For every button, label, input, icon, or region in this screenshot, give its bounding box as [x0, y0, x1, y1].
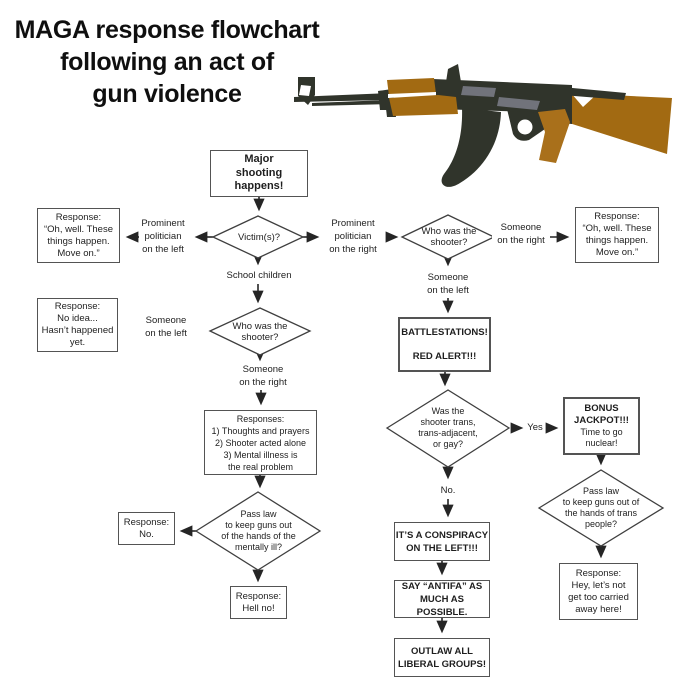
response-no-text: Response: No. [123, 516, 170, 540]
responses-list-box: Responses: 1) Thoughts and prayers 2) Sh… [204, 410, 317, 475]
battlestations-text: BATTLESTATIONS! RED ALERT!!! [401, 326, 488, 362]
conspiracy-text: IT’S A CONSPIRACY ON THE LEFT!!! [395, 529, 489, 554]
pass-law-trans-text: Pass law to keep guns out of the hands o… [562, 486, 640, 529]
label-someone-on-left-right-col: Someone on the left [427, 272, 469, 296]
response-hell-no-text: Response: Hell no! [235, 590, 282, 614]
who-shooter-left-text: Who was the shooter? [232, 321, 288, 343]
label-someone-on-left-left-col: Someone on the left [145, 315, 187, 339]
bonus-jackpot-body: Time to go nuclear! [580, 426, 623, 449]
response-no-box: Response: No. [118, 512, 175, 545]
antifa-text: SAY “ANTIFA” AS MUCH AS POSSIBLE. [401, 580, 483, 618]
pass-law-mentally-ill-text: Pass law to keep guns out of the hands o… [221, 509, 296, 552]
bonus-jackpot-title: BONUS JACKPOT!!! [574, 402, 629, 426]
response-oh-well-right-box: Response: “Oh, well. These things happen… [575, 207, 659, 263]
response-oh-well-left-text: Response: “Oh, well. These things happen… [44, 211, 113, 259]
conspiracy-box: IT’S A CONSPIRACY ON THE LEFT!!! [394, 522, 490, 561]
response-hell-no-box: Response: Hell no! [230, 586, 287, 619]
response-carried-away-text: Response: Hey, let’s not get too carried… [568, 567, 629, 615]
label-prominent-politician-left: Prominent politician on the left [141, 218, 185, 255]
label-no: No. [440, 485, 456, 496]
pass-law-trans-diamond [537, 469, 665, 547]
was-shooter-trans-text: Was the shooter trans, trans-adjacent, o… [418, 406, 478, 449]
who-shooter-right-text: Who was the shooter? [421, 226, 477, 248]
label-school-children: School children [226, 270, 292, 281]
response-no-idea-text: Response: No idea... Hasn’t happened yet… [41, 301, 114, 348]
label-someone-on-right-top: Someone on the right [492, 220, 550, 248]
label-someone-on-right-left-col: Someone on the right [239, 364, 287, 388]
label-prominent-politician-right: Prominent politician on the right [329, 218, 377, 255]
who-shooter-left-diamond [208, 307, 312, 356]
page-title: MAGA response flowchart following an act… [14, 16, 320, 108]
response-oh-well-right-text: Response: “Oh, well. These things happen… [582, 211, 652, 258]
victims-diamond [211, 215, 305, 259]
bonus-jackpot-box: BONUS JACKPOT!!! Time to go nuclear! [563, 397, 640, 455]
pass-law-mentally-ill-diamond [194, 491, 322, 571]
responses-list-text: Responses: 1) Thoughts and prayers 2) Sh… [211, 413, 310, 472]
label-yes: Yes [527, 422, 543, 433]
battlestations-box: BATTLESTATIONS! RED ALERT!!! [398, 317, 491, 372]
major-shooting-text: Major shooting happens! [234, 153, 284, 193]
major-shooting-box: Major shooting happens! [210, 150, 308, 197]
outlaw-text: OUTLAW ALL LIBERAL GROUPS! [398, 645, 486, 670]
was-shooter-trans-diamond [385, 389, 511, 468]
antifa-box: SAY “ANTIFA” AS MUCH AS POSSIBLE. [394, 580, 490, 618]
response-no-idea-box: Response: No idea... Hasn’t happened yet… [37, 298, 118, 352]
ak47-rifle-icon [294, 64, 672, 187]
response-carried-away-box: Response: Hey, let’s not get too carried… [559, 563, 638, 620]
victims-question-text: Victim(s)? [237, 231, 281, 243]
response-oh-well-left-box: Response: “Oh, well. These things happen… [37, 208, 120, 263]
outlaw-box: OUTLAW ALL LIBERAL GROUPS! [394, 638, 490, 677]
